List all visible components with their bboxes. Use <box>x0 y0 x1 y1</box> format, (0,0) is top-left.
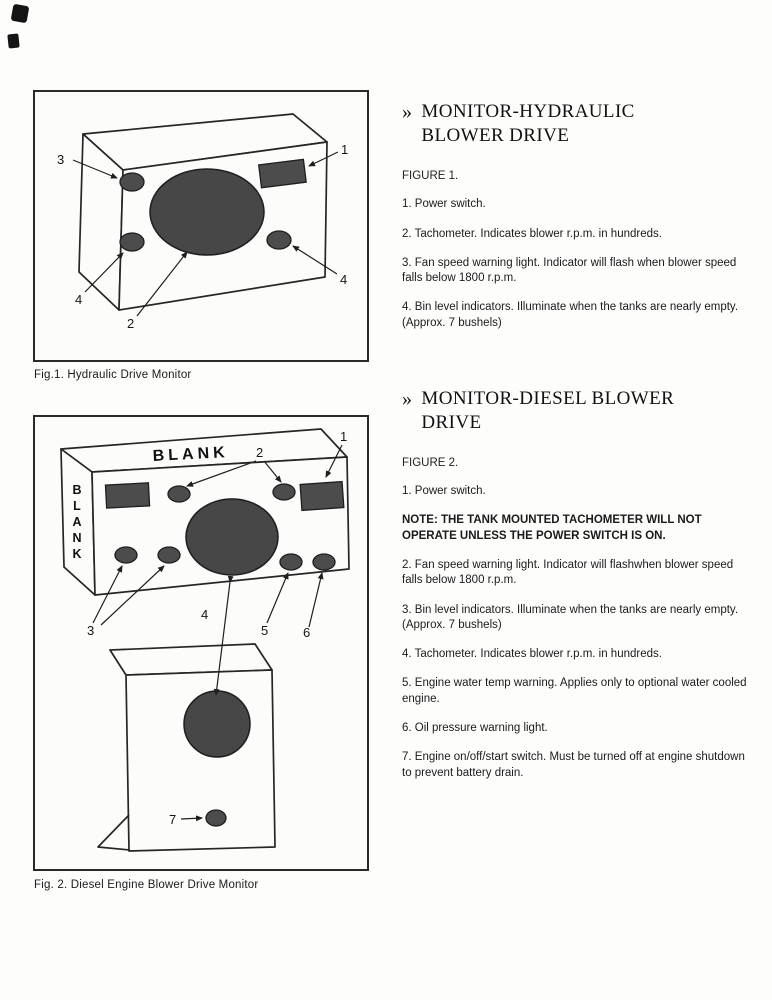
callout-line-1 <box>325 444 343 478</box>
figure1-label: FIGURE 1. <box>402 170 459 183</box>
callout-number-4: 4 <box>201 607 208 622</box>
heading-marker-icon: » <box>402 387 413 410</box>
callout-number-1: 1 <box>340 429 347 444</box>
list-item-oil-pressure: 6. Oil pressure warning light. <box>402 722 548 734</box>
tachometer-dial-2 <box>185 498 279 576</box>
callout-line-3b <box>100 565 165 626</box>
callout-line-7 <box>180 815 203 822</box>
figure2-frame: BLANK BLANK <box>33 415 369 871</box>
heading-marker-icon: » <box>402 101 413 123</box>
figure2-caption: Fig. 2. Diesel Engine Blower Drive Monit… <box>34 879 259 891</box>
callout-line-4-left <box>84 252 124 293</box>
heading-title: MONITOR-DIESEL BLOWER DRIVE <box>421 387 675 434</box>
oil-pressure-warning-light <box>312 553 336 571</box>
callout-line-4 <box>213 575 234 696</box>
callout-line-4-right <box>292 245 338 275</box>
callout-number-1: 1 <box>341 142 348 157</box>
section-hydraulic: » MONITOR-HYDRAULIC BLOWER DRIVE FIGURE … <box>402 100 750 331</box>
scan-artifact <box>7 33 20 49</box>
callout-line-2b <box>263 460 282 483</box>
callout-line-2 <box>136 251 188 317</box>
fan-warning-light-right <box>272 483 296 501</box>
figure1-frame: 3 1 4 4 2 <box>33 90 369 362</box>
callout-arrows <box>72 151 339 317</box>
list-item-water-temp: 5. Engine water temp warning. Applies on… <box>402 677 747 705</box>
callout-line-3 <box>72 159 118 179</box>
power-switch-2 <box>299 480 345 512</box>
bin-level-indicator-right <box>266 230 292 250</box>
list-item-power-switch: 1. Power switch. <box>402 485 486 498</box>
callout-line-2a <box>186 460 257 487</box>
list-item-bin-indicators: 3. Bin level indicators. Illuminate when… <box>402 603 739 631</box>
callout-number-6: 6 <box>303 625 310 640</box>
callout-line-6 <box>308 572 324 628</box>
section-heading-hydraulic: » MONITOR-HYDRAULIC BLOWER DRIVE <box>402 100 750 148</box>
callout-number-5: 5 <box>261 623 268 638</box>
callout-number-3: 3 <box>57 152 64 167</box>
note-tachometer-power: NOTE: THE TANK MOUNTED TACHOMETER WILL N… <box>402 514 702 542</box>
engine-start-switch <box>205 809 227 827</box>
heading-title: MONITOR-HYDRAULIC BLOWER DRIVE <box>421 101 635 147</box>
list-item-fan-warning: 3. Fan speed warning light. Indicator wi… <box>402 256 737 285</box>
bin-level-indicator-left <box>119 232 145 252</box>
callout-arrows-2 <box>92 444 343 822</box>
water-temp-warning-light <box>279 553 303 571</box>
blank-label-top: BLANK <box>152 444 229 465</box>
list-item-tachometer: 2. Tachometer. Indicates blower r.p.m. i… <box>402 227 662 240</box>
text-column: » MONITOR-HYDRAULIC BLOWER DRIVE FIGURE … <box>402 100 750 795</box>
callout-number-2: 2 <box>256 445 263 460</box>
list-item-tachometer: 4. Tachometer. Indicates blower r.p.m. i… <box>402 648 662 661</box>
fan-warning-light-left <box>167 485 191 503</box>
blank-plate <box>104 482 151 509</box>
callout-number-4-right: 4 <box>340 272 347 287</box>
scan-artifact <box>10 3 30 24</box>
callout-number-2: 2 <box>127 316 134 331</box>
callout-line-5 <box>266 572 289 624</box>
tachometer-dial <box>149 168 265 256</box>
list-item-fan-warning: 2. Fan speed warning light. Indicator wi… <box>402 559 734 587</box>
list-item-bin-indicators: 4. Bin level indicators. Illuminate when… <box>402 301 739 329</box>
figure2-label: FIGURE 2. <box>402 457 459 470</box>
list-item-engine-switch: 7. Engine on/off/start switch. Must be t… <box>402 751 745 779</box>
power-switch <box>257 158 307 189</box>
section-heading-diesel: » MONITOR-DIESEL BLOWER DRIVE <box>402 387 750 435</box>
fan-speed-warning-light <box>119 172 145 192</box>
section-diesel: » MONITOR-DIESEL BLOWER DRIVE FIGURE 2. … <box>402 387 750 781</box>
bin-indicator-2 <box>157 546 181 564</box>
figure1-drawing: 3 1 4 4 2 <box>57 113 348 331</box>
bin-indicator-1 <box>114 546 138 564</box>
figure1-caption: Fig.1. Hydraulic Drive Monitor <box>34 369 192 381</box>
callout-line-1 <box>308 151 339 167</box>
figure2-drawing: BLANK BLANK <box>60 428 350 852</box>
callout-number-7: 7 <box>169 812 176 827</box>
list-item-power-switch: 1. Power switch. <box>402 198 486 211</box>
tank-monitor-foot <box>97 814 131 851</box>
blank-label-side: BLANK <box>70 483 84 563</box>
callout-number-3: 3 <box>87 623 94 638</box>
tank-tachometer-dial <box>183 690 251 758</box>
callout-number-4-left: 4 <box>75 292 82 307</box>
callout-line-3a <box>92 565 123 624</box>
